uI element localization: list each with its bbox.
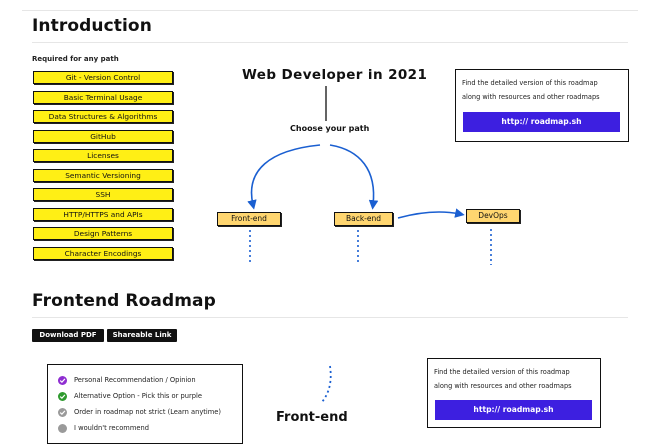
dotted-frontend-flow: [321, 365, 332, 403]
download-pdf-button[interactable]: Download PDF: [32, 329, 104, 342]
legend-label: I wouldn't recommend: [74, 424, 149, 432]
info-line-2: along with resources and other roadmaps: [434, 382, 572, 390]
required-item[interactable]: SSH: [33, 188, 173, 201]
required-item[interactable]: Git - Version Control: [33, 71, 173, 84]
shareable-link-button[interactable]: Shareable Link: [107, 329, 177, 342]
roadmap-info-box: Find the detailed version of this roadma…: [455, 69, 629, 142]
legend-label: Order in roadmap not strict (Learn anyti…: [74, 408, 222, 416]
required-item[interactable]: Character Encodings: [33, 246, 173, 260]
node-devops[interactable]: DevOps: [466, 209, 520, 223]
legend-box: Personal Recommendation / Opinion Altern…: [47, 364, 243, 444]
arrow-backend: [329, 144, 379, 210]
legend-label: Personal Recommendation / Opinion: [74, 376, 196, 384]
info-line-1: Find the detailed version of this roadma…: [462, 79, 598, 87]
required-item[interactable]: Licenses: [33, 149, 173, 162]
frontend-divider: [32, 317, 628, 318]
flow-title: Web Developer in 2021: [242, 67, 428, 83]
introduction-divider: [32, 42, 628, 43]
choose-path-label: Choose your path: [290, 124, 370, 133]
required-item[interactable]: HTTP/HTTPS and APIs: [33, 207, 173, 221]
required-item[interactable]: GitHub: [33, 129, 173, 143]
roadmap-link-button[interactable]: http:// roadmap.sh: [435, 400, 592, 420]
required-item[interactable]: Semantic Versioning: [33, 168, 173, 182]
info-line-1: Find the detailed version of this roadma…: [434, 368, 570, 376]
info-line-2: along with resources and other roadmaps: [462, 93, 600, 101]
node-backend[interactable]: Back-end: [334, 212, 393, 226]
required-label: Required for any path: [32, 55, 119, 63]
roadmap-info-box-2: Find the detailed version of this roadma…: [427, 358, 601, 428]
frontend-flow-title: Front-end: [276, 410, 348, 425]
roadmap-link-button[interactable]: http:// roadmap.sh: [463, 112, 620, 132]
top-divider: [22, 10, 638, 11]
circle-icon: [58, 424, 67, 433]
legend-label: Alternative Option - Pick this or purple: [74, 392, 202, 400]
node-frontend[interactable]: Front-end: [217, 212, 281, 226]
required-item[interactable]: Data Structures & Algorithms: [33, 110, 173, 123]
frontend-roadmap-heading: Frontend Roadmap: [32, 291, 216, 311]
check-circle-icon: [58, 392, 67, 401]
arrow-devops: [397, 208, 465, 219]
required-item[interactable]: Design Patterns: [33, 227, 173, 240]
introduction-heading: Introduction: [32, 16, 152, 36]
check-circle-icon: [58, 408, 67, 417]
required-item[interactable]: Basic Terminal Usage: [33, 90, 173, 104]
arrow-frontend: [247, 144, 321, 210]
check-circle-icon: [58, 376, 67, 385]
